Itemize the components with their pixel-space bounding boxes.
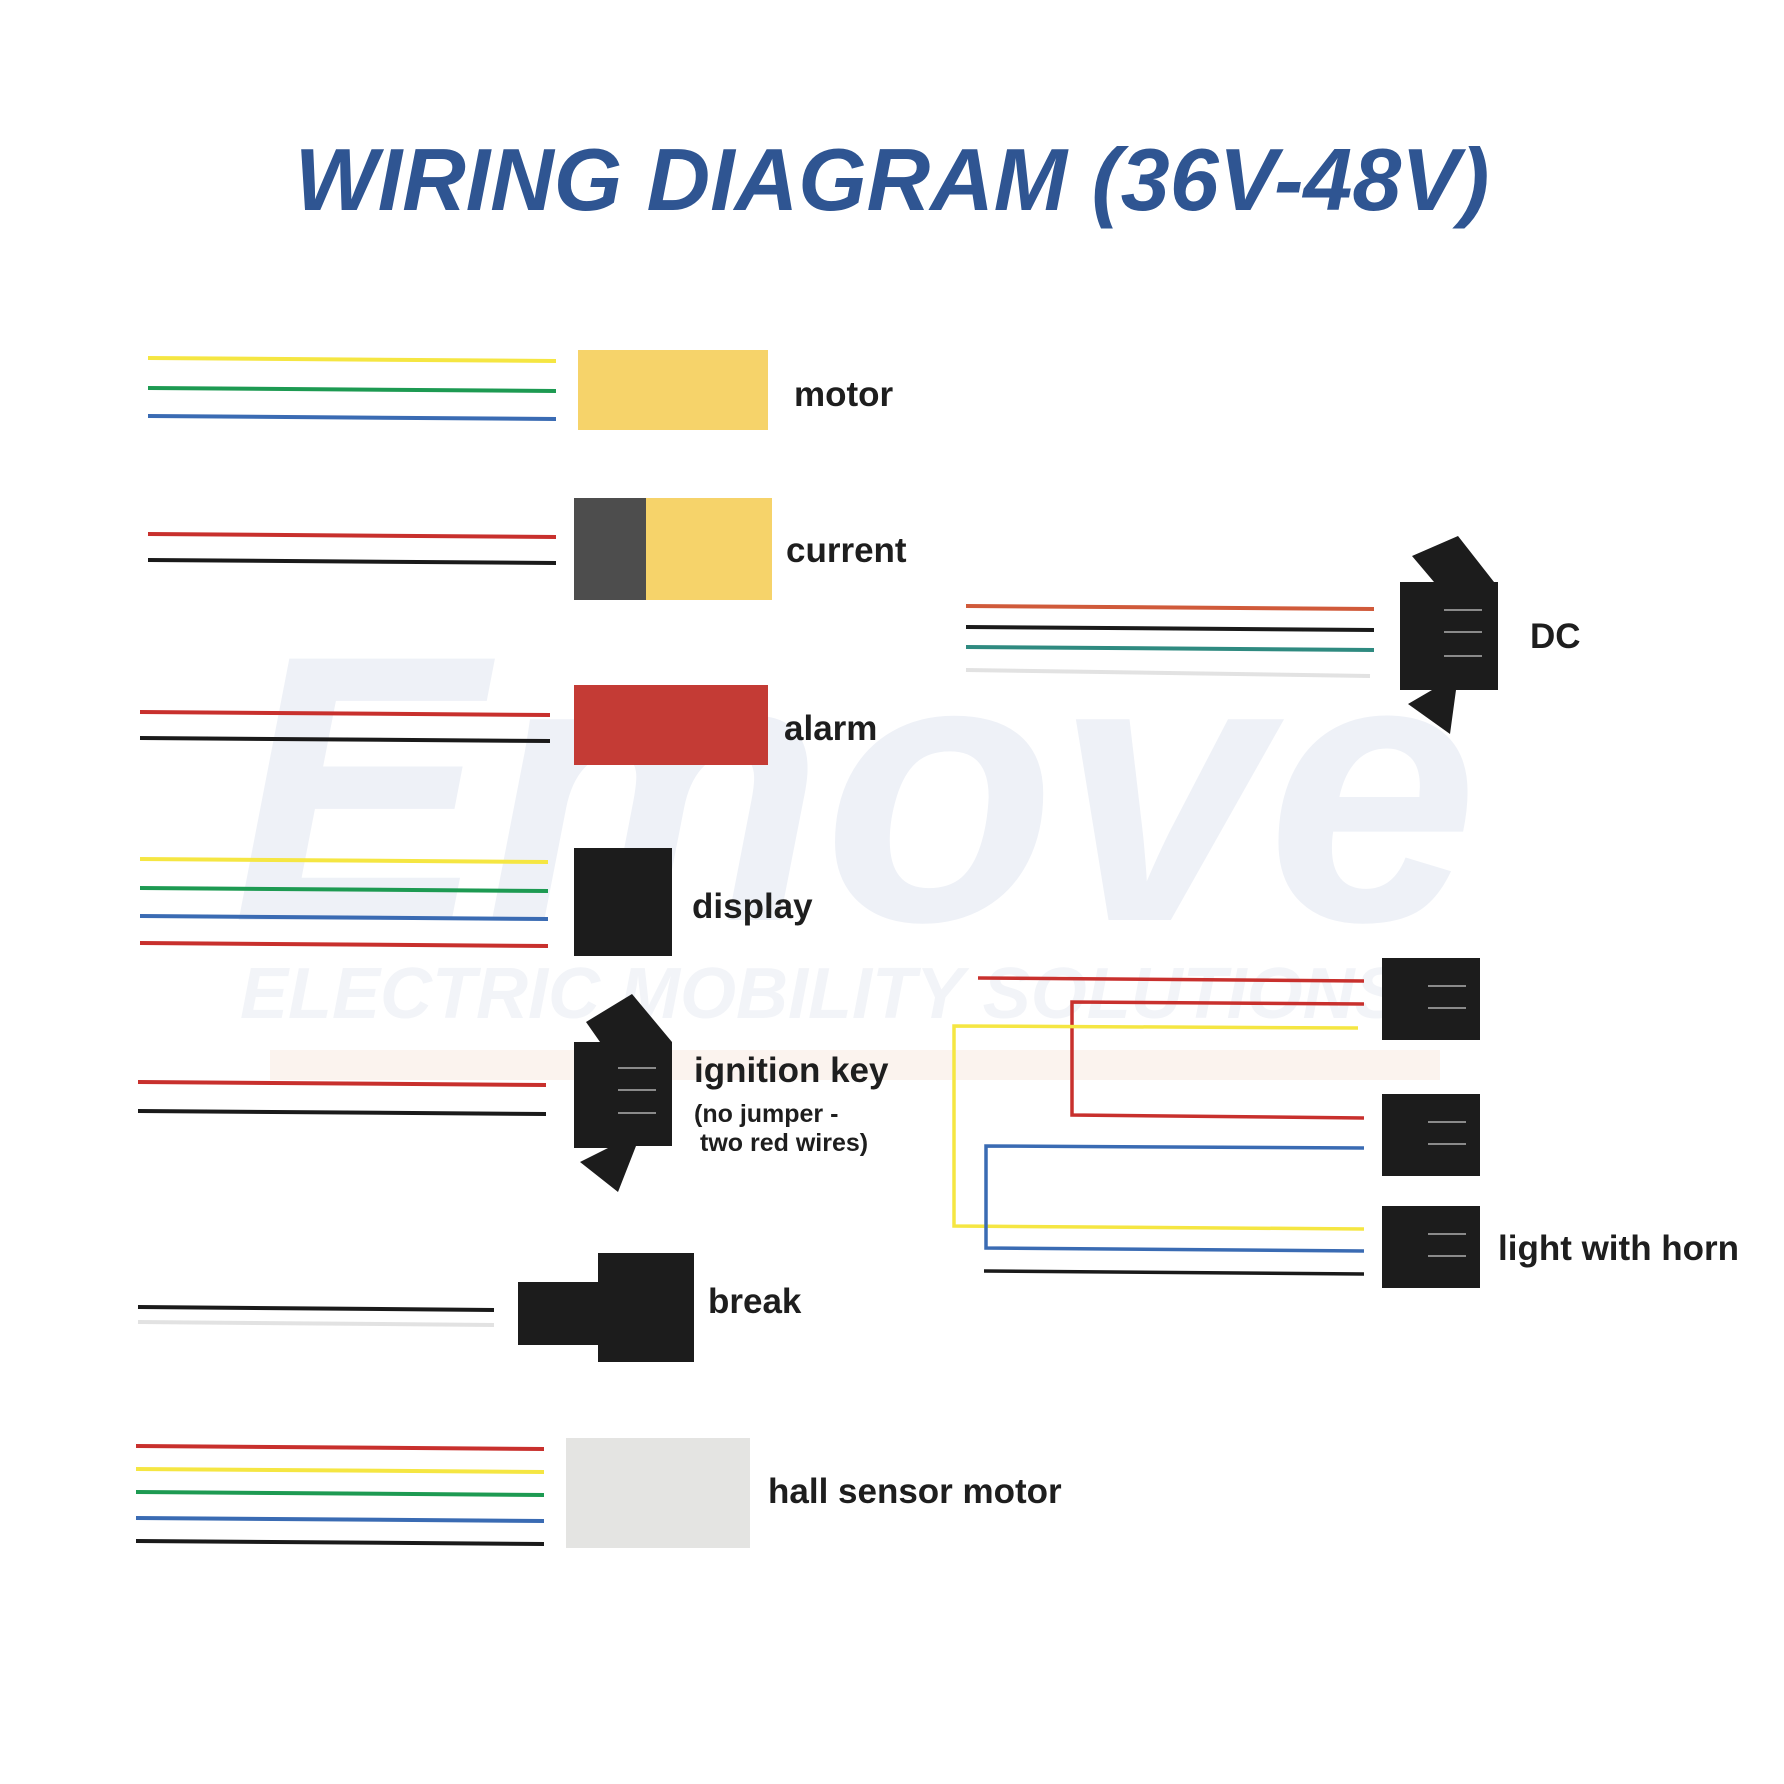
- display-wire-yellow: [139, 857, 549, 864]
- hall-wire-blue: [135, 1516, 545, 1523]
- current-label: current: [786, 531, 907, 570]
- light-connector-bottom: [1382, 1206, 1480, 1288]
- motor-connector: [578, 350, 768, 430]
- motor-wire-green: [147, 386, 557, 393]
- ignition-label: ignition key: [694, 1051, 889, 1090]
- light-connector-middle: [1382, 1094, 1480, 1176]
- hall-wire-green: [135, 1490, 545, 1497]
- motor-wire-blue: [147, 414, 557, 421]
- dc-wire-black: [965, 625, 1375, 632]
- light-wire-red-top: [977, 976, 1365, 983]
- brake-wire-black: [137, 1305, 495, 1312]
- motor-wire-yellow: [147, 356, 557, 363]
- display-wire-green: [139, 886, 549, 893]
- light-wire-black: [983, 1269, 1365, 1276]
- current-wire-red: [147, 532, 557, 539]
- watermark-stripe: [270, 1050, 1440, 1080]
- hall-wire-red: [135, 1444, 545, 1451]
- light-wire-red-loop: [1070, 1000, 1365, 1120]
- light-wire-yellow-loop: [952, 1024, 1365, 1231]
- hall-wire-black: [135, 1539, 545, 1546]
- alarm-wire-red: [139, 710, 551, 717]
- brake-wire-white: [137, 1320, 495, 1327]
- hall-label: hall sensor motor: [768, 1472, 1062, 1511]
- light-label: light with horn: [1498, 1229, 1739, 1268]
- display-group: display: [139, 848, 813, 956]
- alarm-label: alarm: [784, 709, 877, 748]
- dc-wire-teal: [965, 645, 1375, 652]
- light-connector-top: [1382, 958, 1480, 1040]
- current-connector-gray: [574, 498, 646, 600]
- display-connector: [574, 848, 672, 956]
- brake-label: break: [708, 1282, 802, 1321]
- alarm-wire-black: [139, 736, 551, 743]
- display-label: display: [692, 887, 813, 926]
- display-wire-red: [139, 941, 549, 948]
- motor-label: motor: [794, 375, 894, 414]
- motor-group: motor: [147, 350, 894, 430]
- alarm-group: alarm: [139, 685, 877, 765]
- hall-connector: [566, 1438, 750, 1548]
- display-wire-blue: [139, 914, 549, 921]
- dc-label: DC: [1530, 617, 1581, 656]
- dc-group: DC: [965, 536, 1581, 734]
- brake-connector: [518, 1253, 694, 1362]
- light-wire-blue-loop: [984, 1144, 1365, 1253]
- alarm-connector: [574, 685, 768, 765]
- page-title: WIRING DIAGRAM (36V-48V): [295, 130, 1490, 229]
- brake-group: break: [137, 1253, 802, 1362]
- watermark-tagline: ELECTRIC MOBILITY SOLUTIONS: [240, 954, 1403, 1034]
- watermark: Emove ELECTRIC MOBILITY SOLUTIONS: [232, 576, 1478, 1080]
- current-group: current: [147, 498, 907, 600]
- ignition-wire-red: [137, 1080, 547, 1087]
- dc-wire-white: [965, 668, 1371, 678]
- hall-group: hall sensor motor: [135, 1438, 1062, 1548]
- current-wire-black: [147, 558, 557, 565]
- hall-wire-yellow: [135, 1467, 545, 1474]
- dc-connector: [1400, 536, 1498, 734]
- ignition-connector: [574, 994, 672, 1192]
- ignition-wire-black: [137, 1109, 547, 1116]
- ignition-group: ignition key (no jumper - two red wires): [137, 994, 889, 1192]
- ignition-note-line1: (no jumper -: [694, 1100, 838, 1128]
- dc-wire-orange-red: [965, 604, 1375, 611]
- watermark-brand: Emove: [232, 576, 1478, 1001]
- ignition-note-line2: two red wires): [700, 1129, 868, 1157]
- light-group: light with horn: [952, 958, 1739, 1288]
- current-connector-yellow: [646, 498, 772, 600]
